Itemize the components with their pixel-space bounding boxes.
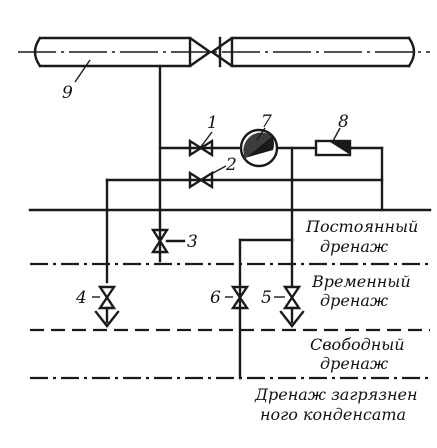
trap-8 xyxy=(314,139,352,157)
label-9: 9 xyxy=(62,83,73,103)
label-free-2: дренаж xyxy=(320,354,389,373)
label-permanent-1: Постоянный xyxy=(305,217,418,236)
label-contaminated-1: Дренаж загрязнен xyxy=(254,385,418,404)
valve-1 xyxy=(188,138,214,158)
label-2: 2 xyxy=(225,155,237,175)
label-free-1: Свободный xyxy=(310,335,405,354)
label-4: 4 xyxy=(75,288,87,308)
drain-branch-56 xyxy=(230,238,305,380)
label-temporary-1: Временный xyxy=(311,272,411,291)
label-temporary-2: дренаж xyxy=(320,291,389,310)
label-7: 7 xyxy=(261,112,272,132)
label-1: 1 xyxy=(207,113,218,133)
meter-7 xyxy=(239,128,279,168)
label-contaminated-2: ного конденсата xyxy=(260,405,406,424)
label-3: 3 xyxy=(187,232,198,252)
main-steam-pipe xyxy=(18,36,430,68)
label-6: 6 xyxy=(210,288,221,308)
label-5: 5 xyxy=(261,288,272,308)
valve-4 xyxy=(94,285,120,328)
label-8: 8 xyxy=(338,112,349,132)
label-permanent-2: дренаж xyxy=(320,237,389,256)
